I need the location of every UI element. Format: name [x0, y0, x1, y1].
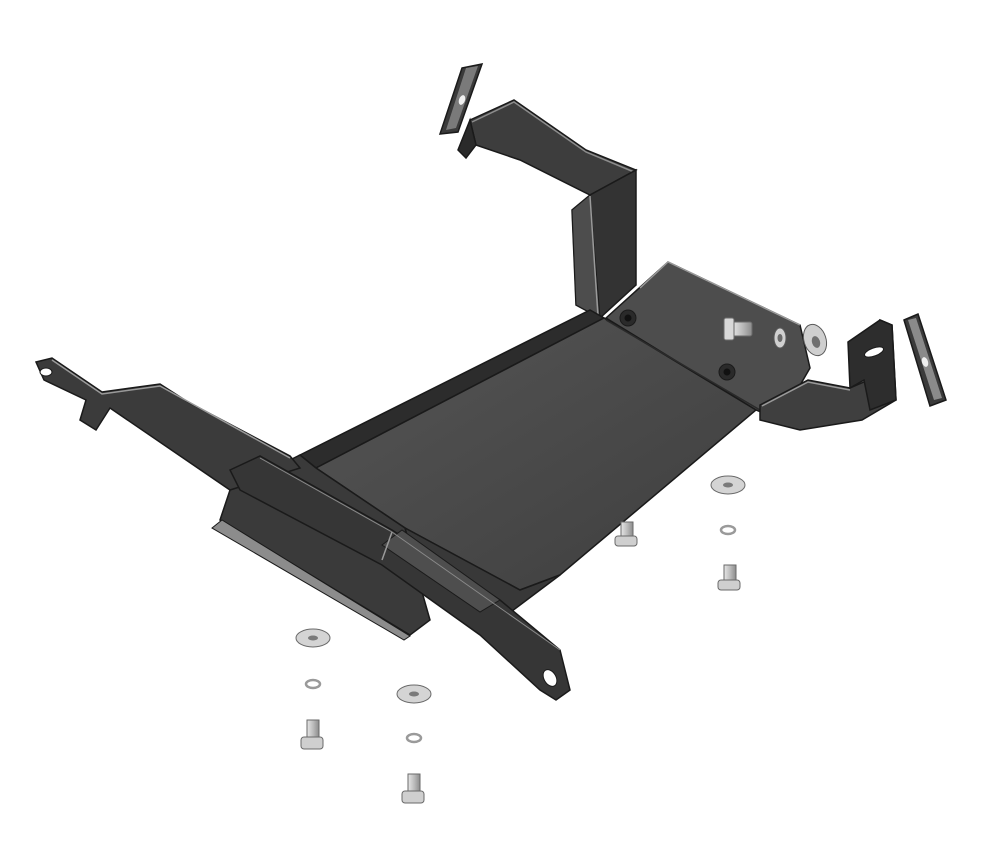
lock-washer-2	[304, 678, 322, 690]
bolt-3	[300, 719, 324, 750]
bolt-1	[717, 564, 741, 591]
bolt-2	[614, 521, 638, 547]
lock-washer-1	[719, 524, 737, 536]
plate-hole	[619, 309, 637, 327]
washer-1	[710, 475, 746, 495]
spacer-plate-right	[903, 312, 947, 407]
washer-near-flange	[773, 327, 787, 349]
plate-hole	[718, 363, 736, 381]
bolt-4	[401, 773, 425, 804]
spacer-plate-top	[438, 63, 484, 135]
front-mounting-arm	[228, 455, 571, 701]
washer-2	[295, 628, 331, 648]
right-bracket	[759, 318, 897, 431]
lock-washer-3	[405, 732, 423, 744]
rear-bracket	[457, 99, 638, 319]
washer-3	[396, 684, 432, 704]
clip-nut	[802, 323, 828, 357]
bolt-horizontal	[723, 317, 753, 341]
